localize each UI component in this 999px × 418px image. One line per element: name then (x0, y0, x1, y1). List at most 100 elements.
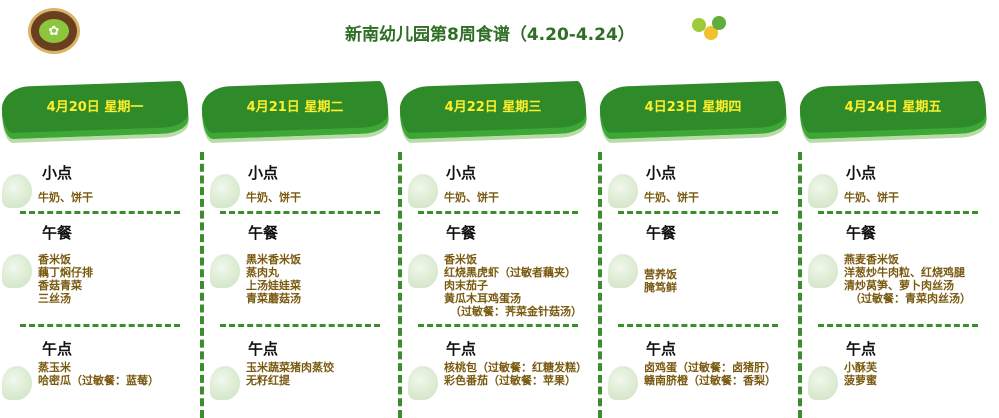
snack-items: 牛奶、饼干 (38, 191, 93, 204)
leaf-icon (808, 254, 838, 288)
leaf-icon (408, 174, 438, 208)
lunch-items: 黑米香米饭蒸肉丸上汤娃娃菜青菜蘑菇汤 (246, 253, 301, 305)
page-title: 新南幼儿园第8周食谱（4.20-4.24） (345, 25, 635, 45)
day-label: 4月21日 星期二 (246, 100, 344, 115)
section-title-lunch: 午餐 (42, 224, 73, 242)
leaf-icon (608, 366, 638, 400)
leaf-icon (408, 366, 438, 400)
menu-item: 小酥芙 (844, 361, 877, 374)
menu-item: 藕丁焖仔排 (38, 266, 93, 279)
menu-item: 牛奶、饼干 (246, 191, 301, 204)
kindergarten-logo: ✿ (28, 8, 80, 54)
menu-item: 牛奶、饼干 (38, 191, 93, 204)
leaf-icon (2, 254, 32, 288)
section-title-afternoon: 午点 (42, 340, 73, 358)
snack-items: 牛奶、饼干 (246, 191, 301, 204)
day-label: 4月24日 星期五 (844, 100, 942, 115)
menu-item: 菠萝蜜 (844, 374, 877, 387)
lunch-items: 营养饭腌笃鲜 (644, 268, 677, 294)
leaf-icon (210, 366, 240, 400)
menu-item: 蒸玉米 (38, 361, 71, 374)
section-divider (818, 211, 978, 214)
menu-item: 腌笃鲜 (644, 281, 677, 294)
section-title-afternoon: 午点 (846, 340, 877, 358)
leaf-icon (608, 174, 638, 208)
afternoon-items: 卤鸡蛋（过敏餐：卤猪肝）赣南脐橙（过敏餐：香梨） (644, 361, 776, 387)
day-column-3: 4月22日 星期三小点牛奶、饼干午餐香米饭红烧黑虎虾（过敏者藕夹）肉末茄子黄瓜木… (398, 78, 588, 418)
snack-items: 牛奶、饼干 (844, 191, 899, 204)
menu-item: 彩色番茄（过敏餐：苹果） (444, 374, 576, 387)
day-column-5: 4月24日 星期五小点牛奶、饼干午餐燕麦香米饭洋葱炒牛肉粒、红烧鸡腿清炒莴笋、萝… (798, 78, 988, 418)
leaf-icon (808, 174, 838, 208)
leaf-icon (2, 366, 32, 400)
menu-item: 玉米蔬菜猪肉蒸饺 (246, 361, 334, 374)
snack-items: 牛奶、饼干 (644, 191, 699, 204)
section-title-snack: 小点 (248, 164, 279, 182)
section-title-lunch: 午餐 (846, 224, 877, 242)
lunch-items: 香米饭藕丁焖仔排香菇青菜三丝汤 (38, 253, 93, 305)
column-divider (200, 152, 204, 418)
menu-item: 香菇青菜 (38, 279, 82, 292)
section-title-afternoon: 午点 (248, 340, 279, 358)
section-title-snack: 小点 (846, 164, 877, 182)
day-column-4: 4日23日 星期四小点牛奶、饼干午餐营养饭腌笃鲜午点卤鸡蛋（过敏餐：卤猪肝）赣南… (598, 78, 788, 418)
afternoon-items: 核桃包（过敏餐：红糖发糕）彩色番茄（过敏餐：苹果） (444, 361, 587, 387)
menu-item: 清炒莴笋、萝卜肉丝汤 (844, 279, 954, 292)
section-title-lunch: 午餐 (248, 224, 279, 242)
menu-item: 蒸肉丸 (246, 266, 279, 279)
section-title-lunch: 午餐 (446, 224, 477, 242)
section-title-lunch: 午餐 (646, 224, 677, 242)
lunch-items: 燕麦香米饭洋葱炒牛肉粒、红烧鸡腿清炒莴笋、萝卜肉丝汤（过敏餐：青菜肉丝汤） (844, 253, 971, 305)
menu-item: 牛奶、饼干 (444, 191, 499, 204)
afternoon-items: 蒸玉米哈密瓜（过敏餐：蓝莓） (38, 361, 159, 387)
day-label: 4日23日 星期四 (644, 100, 742, 115)
snack-items: 牛奶、饼干 (444, 191, 499, 204)
column-divider (398, 152, 402, 418)
menu-item: 三丝汤 (38, 292, 71, 305)
lunch-items: 香米饭红烧黑虎虾（过敏者藕夹）肉末茄子黄瓜木耳鸡蛋汤（过敏餐：荠菜金针菇汤） (444, 253, 582, 318)
section-divider (618, 211, 778, 214)
leaf-icon (210, 254, 240, 288)
day-column-2: 4月21日 星期二小点牛奶、饼干午餐黑米香米饭蒸肉丸上汤娃娃菜青菜蘑菇汤午点玉米… (200, 78, 390, 418)
menu-item: 香米饭 (444, 253, 477, 266)
menu-item: 肉末茄子 (444, 279, 488, 292)
section-divider (220, 324, 380, 327)
menu-item: （过敏餐：荠菜金针菇汤） (450, 305, 582, 318)
section-divider (418, 324, 578, 327)
menu-item: 牛奶、饼干 (844, 191, 899, 204)
menu-item: 洋葱炒牛肉粒、红烧鸡腿 (844, 266, 965, 279)
afternoon-items: 小酥芙菠萝蜜 (844, 361, 877, 387)
section-title-afternoon: 午点 (446, 340, 477, 358)
leaf-icon (210, 174, 240, 208)
section-divider (20, 211, 180, 214)
section-title-snack: 小点 (646, 164, 677, 182)
menu-item: 上汤娃娃菜 (246, 279, 301, 292)
menu-item: 营养饭 (644, 268, 677, 281)
day-label: 4月20日 星期一 (46, 100, 144, 115)
column-divider (598, 152, 602, 418)
menu-item: 核桃包（过敏餐：红糖发糕） (444, 361, 587, 374)
menu-item: 牛奶、饼干 (644, 191, 699, 204)
menu-item: 黄瓜木耳鸡蛋汤 (444, 292, 521, 305)
day-label: 4月22日 星期三 (444, 100, 542, 115)
section-divider (220, 211, 380, 214)
leaf-icon (808, 366, 838, 400)
menu-item: 黑米香米饭 (246, 253, 301, 266)
section-divider (818, 324, 978, 327)
menu-item: 香米饭 (38, 253, 71, 266)
afternoon-items: 玉米蔬菜猪肉蒸饺无籽红提 (246, 361, 334, 387)
menu-item: （过敏餐：青菜肉丝汤） (850, 292, 971, 305)
cartoon-decoration-icon (692, 16, 728, 44)
menu-item: 红烧黑虎虾（过敏者藕夹） (444, 266, 576, 279)
section-divider (618, 324, 778, 327)
day-column-1: 4月20日 星期一小点牛奶、饼干午餐香米饭藕丁焖仔排香菇青菜三丝汤午点蒸玉米哈密… (0, 78, 190, 418)
leaf-icon (408, 254, 438, 288)
column-divider (798, 152, 802, 418)
section-divider (20, 324, 180, 327)
menu-item: 无籽红提 (246, 374, 290, 387)
section-title-snack: 小点 (42, 164, 73, 182)
leaf-icon (2, 174, 32, 208)
menu-item: 卤鸡蛋（过敏餐：卤猪肝） (644, 361, 776, 374)
section-title-snack: 小点 (446, 164, 477, 182)
section-divider (418, 211, 578, 214)
